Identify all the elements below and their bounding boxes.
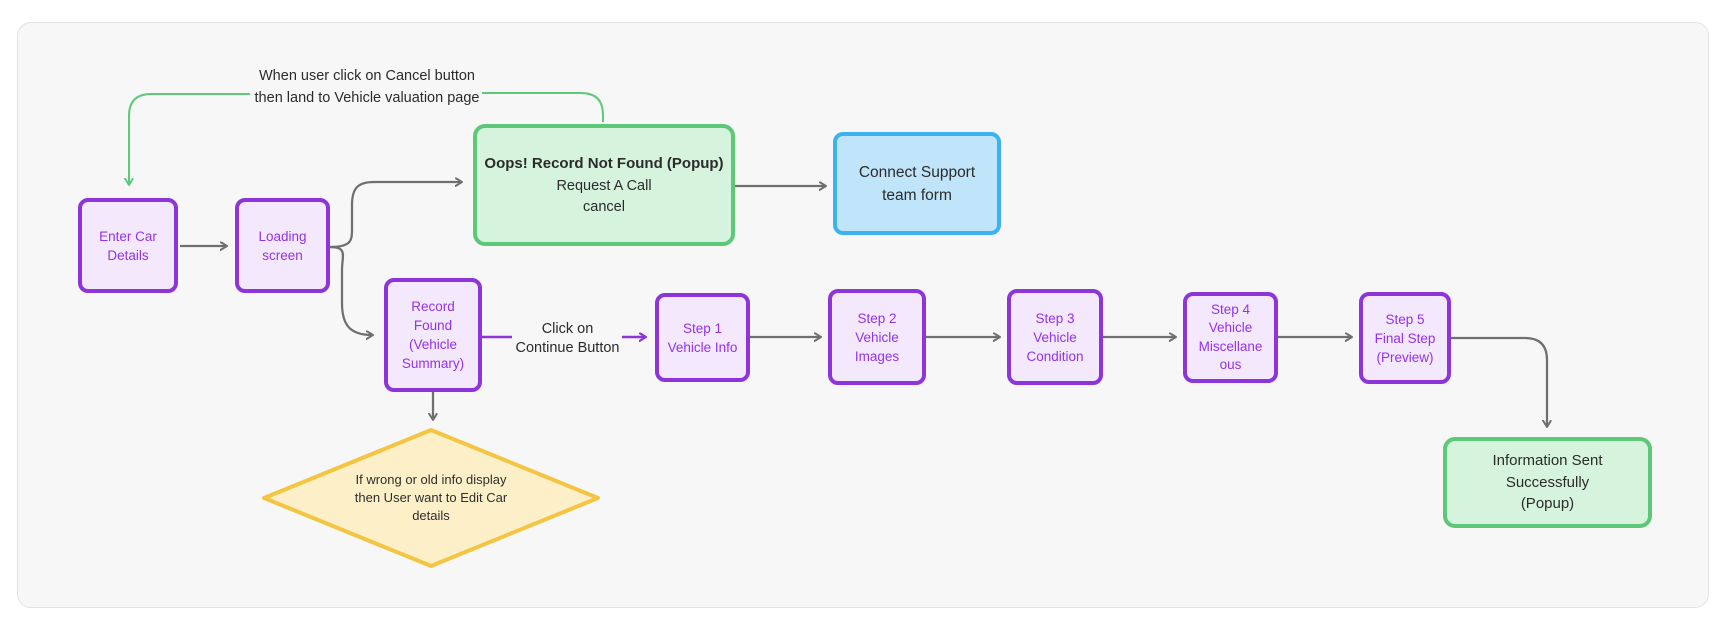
decision-diamond-label: If wrong or old info display then User w… — [321, 471, 541, 525]
node-label: Successfully — [1505, 473, 1590, 491]
node-label: screen — [262, 247, 303, 263]
node-record-not-found-popup[interactable]: Oops! Record Not Found (Popup) Request A… — [473, 124, 735, 246]
annotation-cancel-note: When user click on Cancel button then la… — [252, 66, 482, 109]
node-label: (Vehicle — [408, 337, 458, 352]
node-label: Information Sent — [1492, 452, 1603, 470]
node-loading-screen[interactable]: Loading screen — [235, 198, 330, 293]
node-label: Step 1 — [682, 320, 723, 336]
node-label: Record — [411, 299, 455, 314]
node-step1-vehicle-info[interactable]: Step 1 Vehicle Info — [655, 293, 750, 382]
node-label: Images — [854, 348, 900, 364]
node-label: Found — [413, 318, 453, 333]
edge-label-line: Continue Button — [515, 340, 620, 356]
node-label: ous — [1219, 357, 1242, 372]
node-label: Connect Support — [858, 163, 976, 181]
node-label: Miscellane — [1198, 338, 1263, 354]
node-label: Vehicle — [1033, 329, 1077, 345]
node-label: (Popup) — [1520, 495, 1575, 513]
annotation-line: When user click on Cancel button — [259, 68, 475, 84]
edge-label-line: Click on — [541, 321, 594, 337]
node-step4-vehicle-miscellaneous[interactable]: Step 4 Vehicle Miscellane ous — [1183, 292, 1278, 383]
node-information-sent-popup[interactable]: Information Sent Successfully (Popup) — [1443, 437, 1652, 528]
decision-diamond-shape[interactable] — [262, 428, 600, 568]
node-label: Final Step — [1374, 330, 1436, 346]
node-label: Request A Call — [556, 178, 652, 194]
node-label: Condition — [1026, 348, 1084, 364]
node-label: team form — [882, 186, 952, 204]
node-label: If wrong or old info display — [355, 472, 507, 487]
node-label: Vehicle — [855, 329, 899, 345]
node-step2-vehicle-images[interactable]: Step 2 Vehicle Images — [828, 289, 926, 385]
edge-label-continue-button: Click on Continue Button — [500, 320, 635, 358]
node-label: details — [412, 508, 450, 523]
node-label: Step 3 — [1035, 310, 1075, 326]
node-step3-vehicle-condition[interactable]: Step 3 Vehicle Condition — [1007, 289, 1103, 385]
node-title: Oops! Record Not Found (Popup) — [484, 155, 724, 172]
node-connect-support-team-form[interactable]: Connect Support team form — [833, 132, 1001, 235]
node-label: (Preview) — [1376, 349, 1434, 365]
node-label: Step 2 — [857, 310, 897, 326]
node-record-found-vehicle-summary[interactable]: Record Found (Vehicle Summary) — [384, 278, 482, 392]
annotation-line: then land to Vehicle valuation page — [254, 89, 480, 106]
node-label: Vehicle — [1208, 320, 1253, 335]
node-label: Step 4 — [1210, 301, 1251, 317]
node-label: Vehicle Info — [667, 339, 738, 355]
node-label: Details — [107, 247, 149, 263]
node-label: then User want to Edit Car — [354, 490, 508, 505]
node-label: Enter Car — [99, 228, 157, 244]
node-label: Summary) — [401, 356, 465, 371]
node-label: cancel — [583, 198, 625, 215]
node-step5-final-step-preview[interactable]: Step 5 Final Step (Preview) — [1359, 292, 1451, 384]
node-label: Loading — [258, 228, 307, 244]
node-label: Step 5 — [1385, 311, 1425, 327]
node-enter-car-details[interactable]: Enter Car Details — [78, 198, 178, 293]
